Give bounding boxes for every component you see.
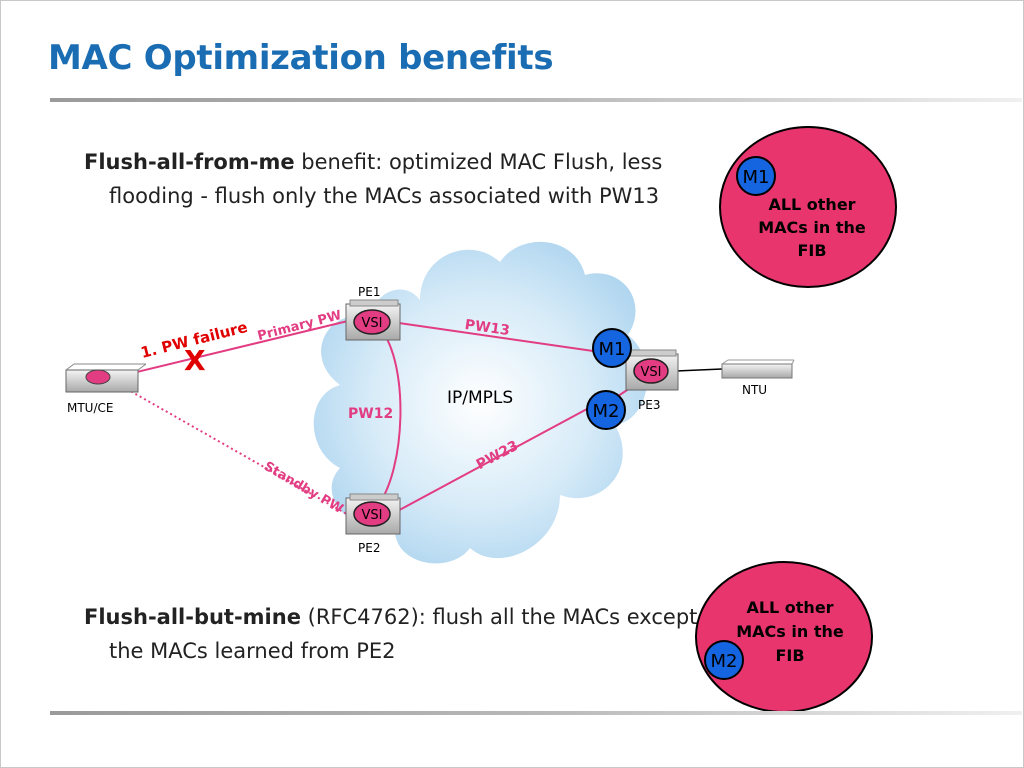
- fib-top-line-1: ALL other: [768, 195, 855, 214]
- paragraph-text: benefit: optimized MAC Flush, less flood…: [109, 150, 663, 208]
- fib-circle-top: ALL other MACs in the FIB: [719, 126, 897, 288]
- primary-pw-line: [111, 319, 353, 379]
- pe1-label: PE1: [358, 285, 380, 299]
- mac-m2-pe3: M2: [586, 390, 626, 430]
- fib-circle-bottom: ALL other MACs in the FIB: [695, 561, 873, 713]
- footer-divider: [50, 711, 1022, 715]
- svg-text:VSI: VSI: [362, 508, 383, 523]
- ntu-label: NTU: [742, 383, 767, 397]
- paragraph-flush-all-from-me: Flush-all-from-me benefit: optimized MAC…: [84, 145, 699, 213]
- pw12-label: PW12: [348, 406, 393, 422]
- fib-bottom-line-2: MACs in the: [736, 622, 844, 641]
- paragraph-bold-term: Flush-all-but-mine: [84, 605, 301, 629]
- pw12-line: [377, 327, 402, 506]
- pe1-vsi: VSI: [353, 309, 391, 335]
- mac-m1-pe3: M1: [592, 328, 632, 368]
- fib-top-line-2: MACs in the: [758, 218, 866, 237]
- pe3-ntu-line: [675, 368, 723, 372]
- pe2-label: PE2: [358, 541, 380, 555]
- pw13-line: [391, 321, 601, 353]
- failure-x-mark: X: [184, 344, 206, 377]
- paragraph-bold-term: Flush-all-from-me: [84, 150, 295, 174]
- fib-bottom-line-1: ALL other: [746, 598, 833, 617]
- cloud-label: IP/MPLS: [447, 388, 513, 408]
- mac-m1-fib: M1: [736, 156, 776, 196]
- svg-text:M1: M1: [599, 339, 626, 360]
- ntu-device: [721, 359, 795, 379]
- pe3-vsi: VSI: [633, 358, 669, 384]
- svg-text:VSI: VSI: [641, 365, 662, 380]
- svg-text:M2: M2: [593, 401, 620, 422]
- fib-top-line-3: FIB: [797, 241, 826, 260]
- pe3-label: PE3: [638, 398, 660, 412]
- svg-text:M1: M1: [743, 167, 770, 188]
- paragraph-text: (RFC4762): flush all the MACs except the…: [109, 605, 698, 663]
- mtu-ce-device: [65, 363, 147, 393]
- mac-m2-fib: M2: [704, 640, 744, 680]
- svg-text:VSI: VSI: [362, 316, 383, 331]
- svg-text:M2: M2: [711, 651, 738, 672]
- fib-bottom-line-3: FIB: [775, 646, 804, 665]
- pe2-vsi: VSI: [353, 501, 391, 527]
- pw13-label: PW13: [464, 317, 511, 339]
- mtu-ce-label: MTU/CE: [67, 401, 113, 415]
- slide-title: MAC Optimization benefits: [48, 38, 554, 78]
- title-divider: [50, 98, 1022, 102]
- paragraph-flush-all-but-mine: Flush-all-but-mine (RFC4762): flush all …: [84, 600, 699, 668]
- pw23-line: [391, 401, 601, 515]
